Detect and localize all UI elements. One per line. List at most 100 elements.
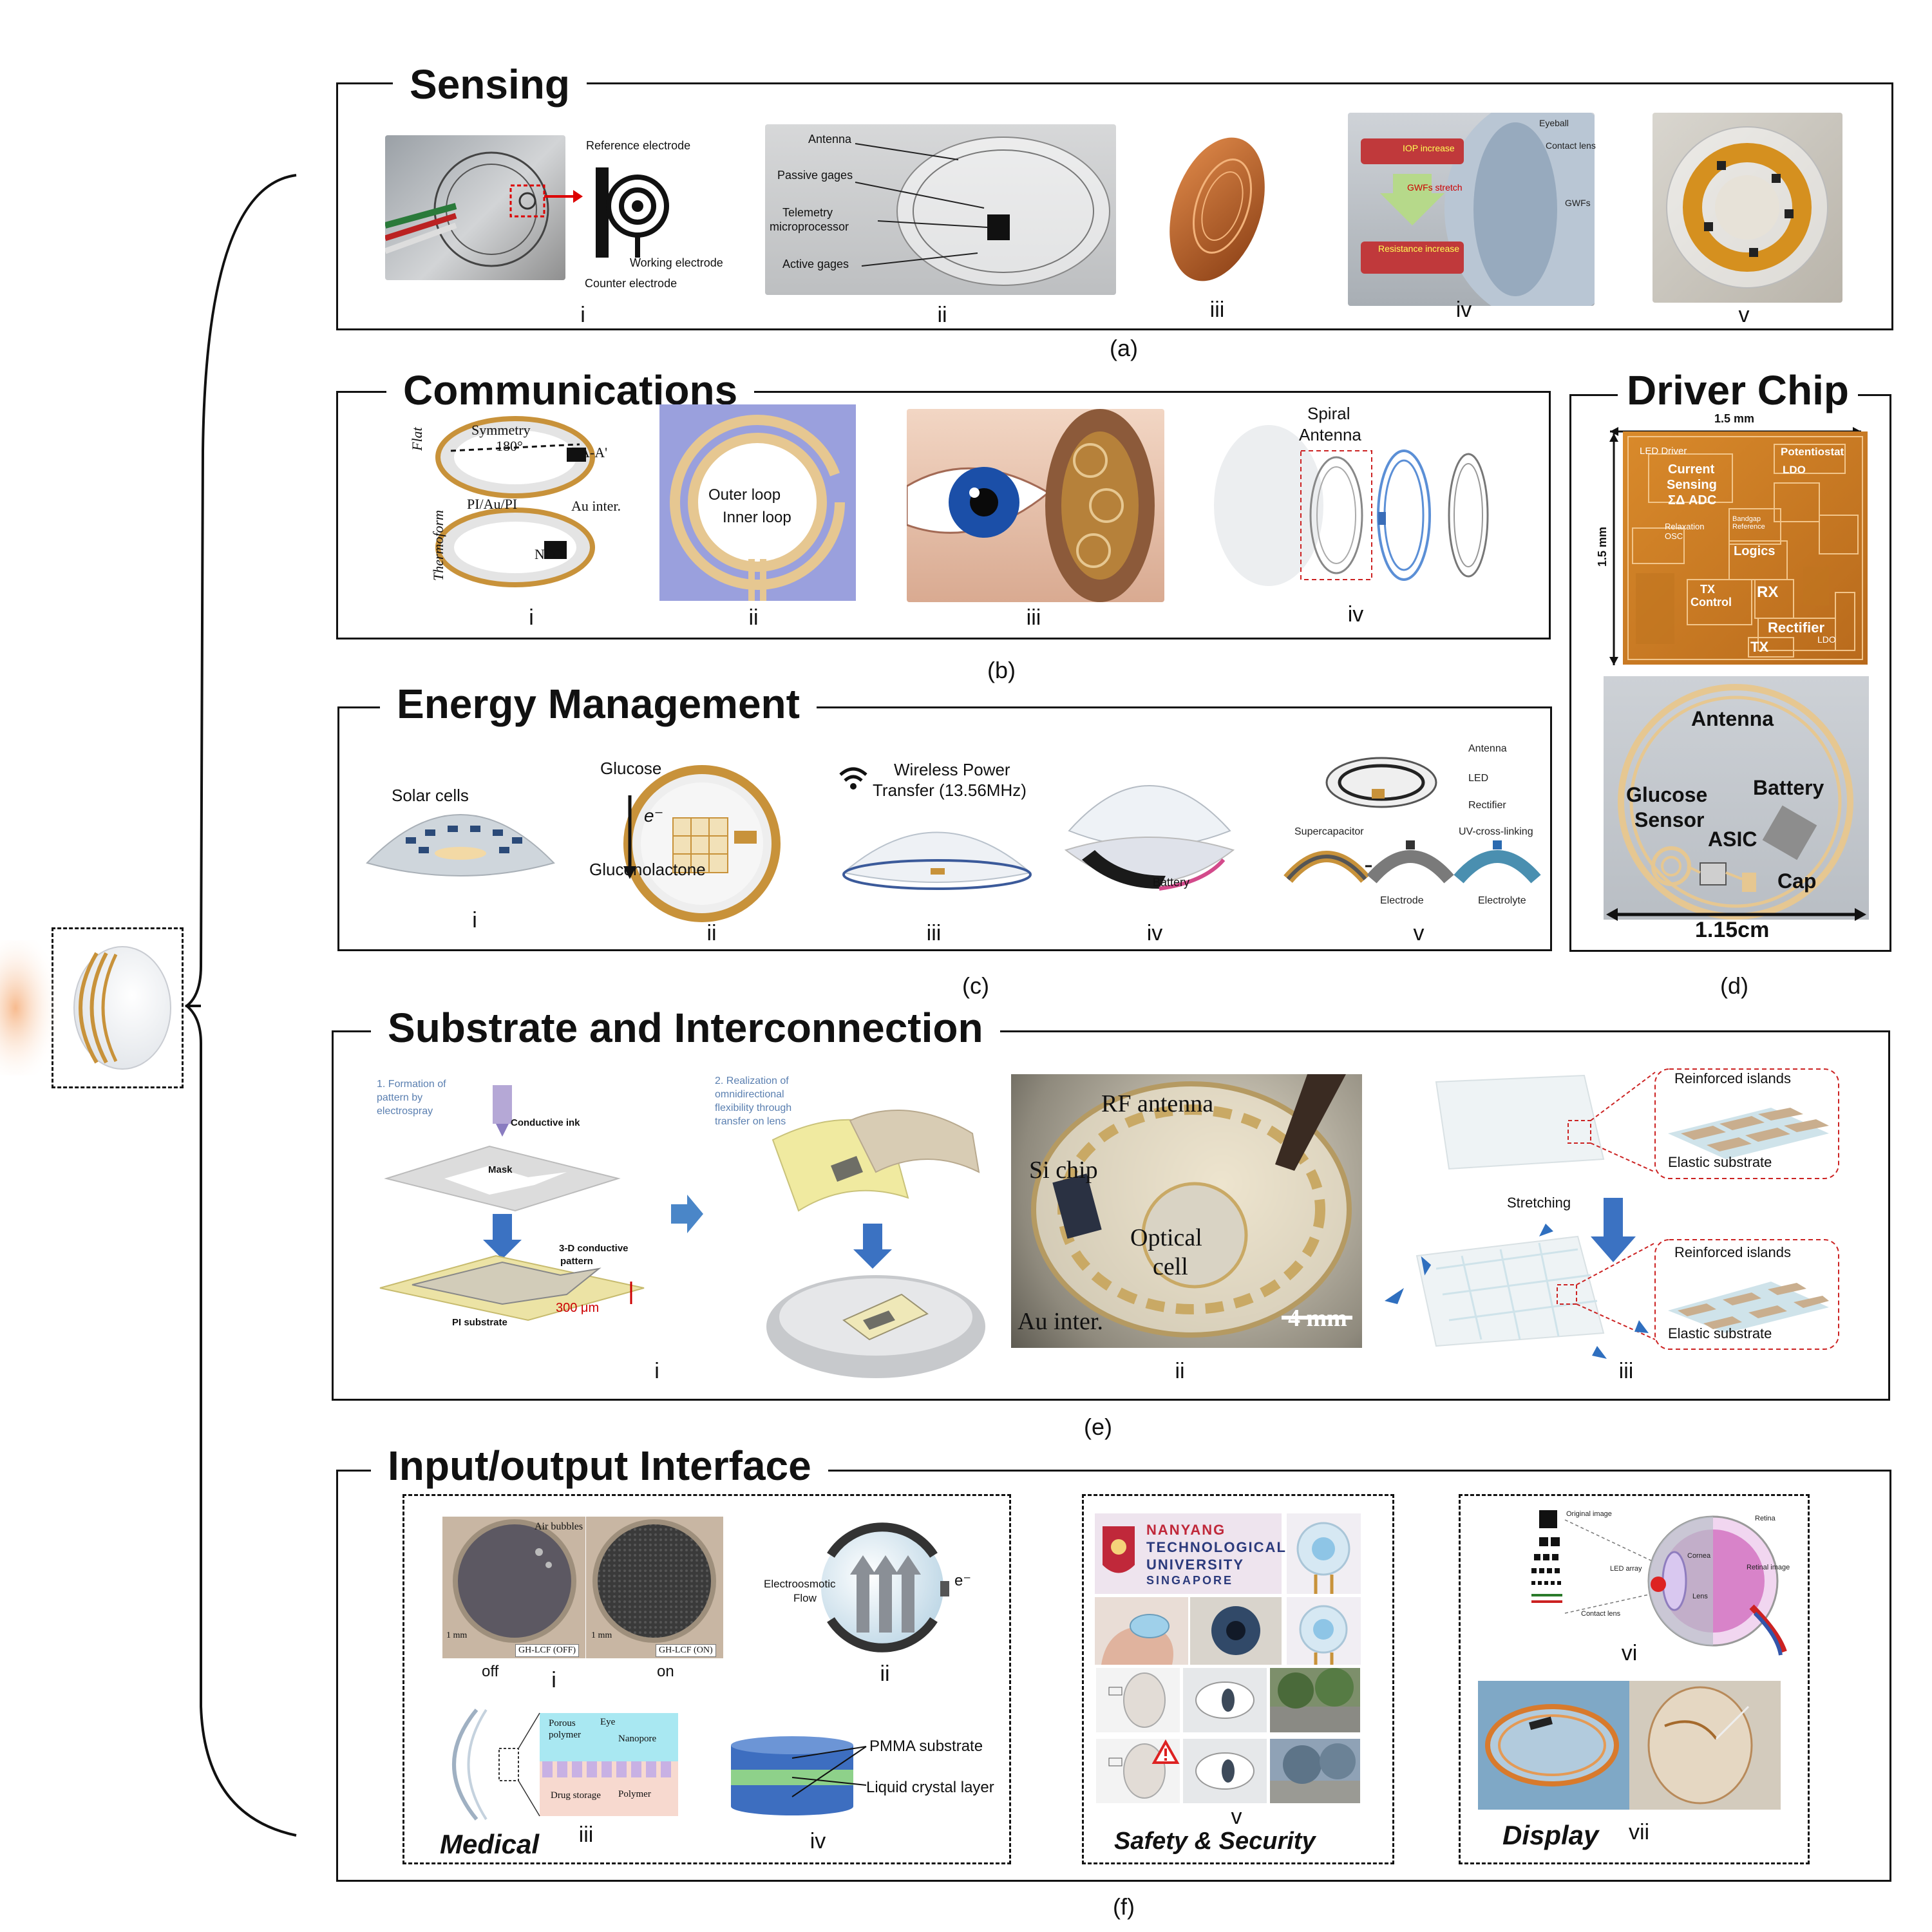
- energy-ii-biofuel-lens: [623, 765, 781, 922]
- rf-antenna-label: RF antenna: [1101, 1090, 1214, 1117]
- security-lens-photo-1: [1287, 1513, 1361, 1594]
- lc-film-off-photo: [442, 1517, 585, 1658]
- flat-label: Flat: [409, 427, 425, 451]
- eyeball-label: Eyeball: [1539, 118, 1569, 128]
- sensing-i-electrode-zoom: [596, 167, 669, 258]
- comm-iii-photo: [907, 409, 1164, 602]
- comm-i-diagram: [435, 416, 595, 587]
- logics-label: Logics: [1734, 544, 1776, 558]
- liquid-crystal-stack: [731, 1736, 867, 1815]
- lc-film-on-photo: [586, 1517, 723, 1658]
- panel-sensing-title: Sensing: [393, 61, 587, 108]
- comm-item-i: i: [529, 605, 534, 630]
- pattern-label-2: pattern: [560, 1256, 593, 1267]
- on-tag-label: GH-LCF (ON): [656, 1644, 716, 1657]
- pi-au-pi-label: PI/Au/PI: [467, 496, 518, 512]
- thickness-label: 300 μm: [556, 1301, 600, 1315]
- off-scale-label: 1 mm: [446, 1631, 468, 1640]
- safety-group-frame: [1082, 1494, 1394, 1864]
- flexible-transfer-diagram: [766, 1110, 985, 1378]
- supercapacitor-label: Supercapacitor: [1294, 826, 1364, 837]
- sensing-item-iv: iv: [1455, 298, 1472, 322]
- ntu-line-2: TECHNOLOGICAL: [1146, 1539, 1287, 1555]
- sensing-item-v: v: [1738, 303, 1750, 327]
- step-arrow-icon: [671, 1195, 703, 1233]
- lc-layer-label: Liquid crystal layer: [866, 1779, 994, 1796]
- energy-item-iv: iv: [1146, 921, 1163, 945]
- substrate-item-ii: ii: [1175, 1359, 1185, 1383]
- chip-width-label: 1.5 mm: [1714, 412, 1755, 425]
- original-image-label: Original image: [1566, 1510, 1612, 1518]
- si-chip-label: Si chip: [1029, 1157, 1098, 1184]
- porous-polymer-label-2: polymer: [549, 1730, 581, 1740]
- energy-iv-battery-lens: [1064, 785, 1235, 891]
- medical-item-iii: iii: [578, 1823, 594, 1847]
- sensing-item-ii: ii: [937, 303, 947, 327]
- panel-io-title: Input/output Interface: [371, 1443, 828, 1489]
- tx-control-label-1: TX: [1700, 583, 1716, 596]
- step1-line3: electrospray: [377, 1106, 433, 1117]
- ntu-logo-photo: [1095, 1513, 1282, 1594]
- polymer-label: Polymer: [618, 1789, 651, 1799]
- led-driver-label: LED Driver: [1640, 446, 1687, 457]
- panel-e-label: (e): [1084, 1414, 1112, 1440]
- pi-substrate-label: PI substrate: [452, 1317, 507, 1328]
- step1-line1: 1. Formation of: [377, 1079, 446, 1090]
- drug-delivery-lens: [452, 1709, 678, 1821]
- step2-line4: transfer on lens: [715, 1116, 786, 1127]
- ntu-line-1: NANYANG: [1146, 1522, 1226, 1538]
- step2-line1: 2. Realization of: [715, 1075, 789, 1086]
- substrate-ii-photo: [1011, 1074, 1362, 1348]
- counter-electrode-label: Counter electrode: [585, 277, 677, 290]
- smart-lens-thumbnail: [0, 940, 171, 1075]
- scale-4mm-label: 4 mm: [1288, 1305, 1347, 1332]
- rx-label: RX: [1757, 583, 1779, 601]
- chip-lens-photo: [1604, 676, 1869, 920]
- pattern-label-1: 3-D conductive: [559, 1243, 629, 1254]
- sensing-iv-diagram: [1348, 113, 1595, 306]
- sensing-iii-lens: [1170, 137, 1265, 281]
- comm-item-ii: ii: [748, 605, 759, 630]
- panel-f-label: (f): [1113, 1893, 1135, 1920]
- panel-io-interface: [336, 1470, 1891, 1882]
- potentiostat-label: Potentiostat: [1781, 446, 1844, 458]
- cap-label: Cap: [1777, 869, 1817, 893]
- security-scene-row-2: [1096, 1739, 1360, 1803]
- panel-substrate: [332, 1030, 1890, 1401]
- electrode-label: Electrode: [1380, 895, 1424, 906]
- display-lens-photo: [1478, 1681, 1781, 1810]
- electroosmotic-lens: [821, 1522, 949, 1653]
- display-group-frame: [1459, 1494, 1810, 1864]
- ldo-label-1: LDO: [1783, 464, 1806, 476]
- ntu-line-4: SINGAPORE: [1146, 1574, 1234, 1587]
- comm-ii-diagram: [659, 404, 856, 601]
- antenna-label-c: Antenna: [1468, 743, 1507, 754]
- reinforced-islands-label-2: Reinforced islands: [1674, 1244, 1791, 1260]
- eye-label: Eye: [600, 1717, 616, 1727]
- optical-cell-label-2: cell: [1153, 1253, 1188, 1280]
- gwfs-stretch-label: GWFs stretch: [1407, 182, 1463, 193]
- medical-item-iv: iv: [810, 1829, 826, 1853]
- display-item-vii: vii: [1628, 1820, 1650, 1844]
- on-label: on: [657, 1663, 674, 1680]
- warning-icon: [1151, 1739, 1180, 1764]
- panel-energy: [337, 706, 1552, 951]
- active-gages-label: Active gages: [782, 258, 849, 270]
- sensing-chip-label: Sensing: [1667, 478, 1717, 492]
- chip-scale-label: 1.15cm: [1695, 918, 1770, 942]
- electrospray-diagram: [379, 1085, 645, 1321]
- on-scale-label: 1 mm: [591, 1631, 612, 1640]
- elastic-substrate-label-2: Elastic substrate: [1668, 1325, 1772, 1341]
- gluconolactone-label: Gluconolactone: [589, 860, 706, 879]
- passive-gages-label: Passive gages: [777, 169, 853, 182]
- asic-label: ASIC: [1708, 828, 1757, 851]
- safety-item-v: v: [1231, 1804, 1242, 1829]
- spiral-label-1: Spiral: [1307, 404, 1350, 423]
- panel-communications: [336, 391, 1551, 639]
- sensing-v-photo: [1653, 113, 1842, 303]
- glucose-sensor-label-2: Sensor: [1634, 808, 1705, 831]
- display-item-vi: vi: [1621, 1641, 1638, 1665]
- panel-b-label: (b): [987, 657, 1016, 683]
- contact-lens-label-f: Contact lens: [1581, 1610, 1621, 1618]
